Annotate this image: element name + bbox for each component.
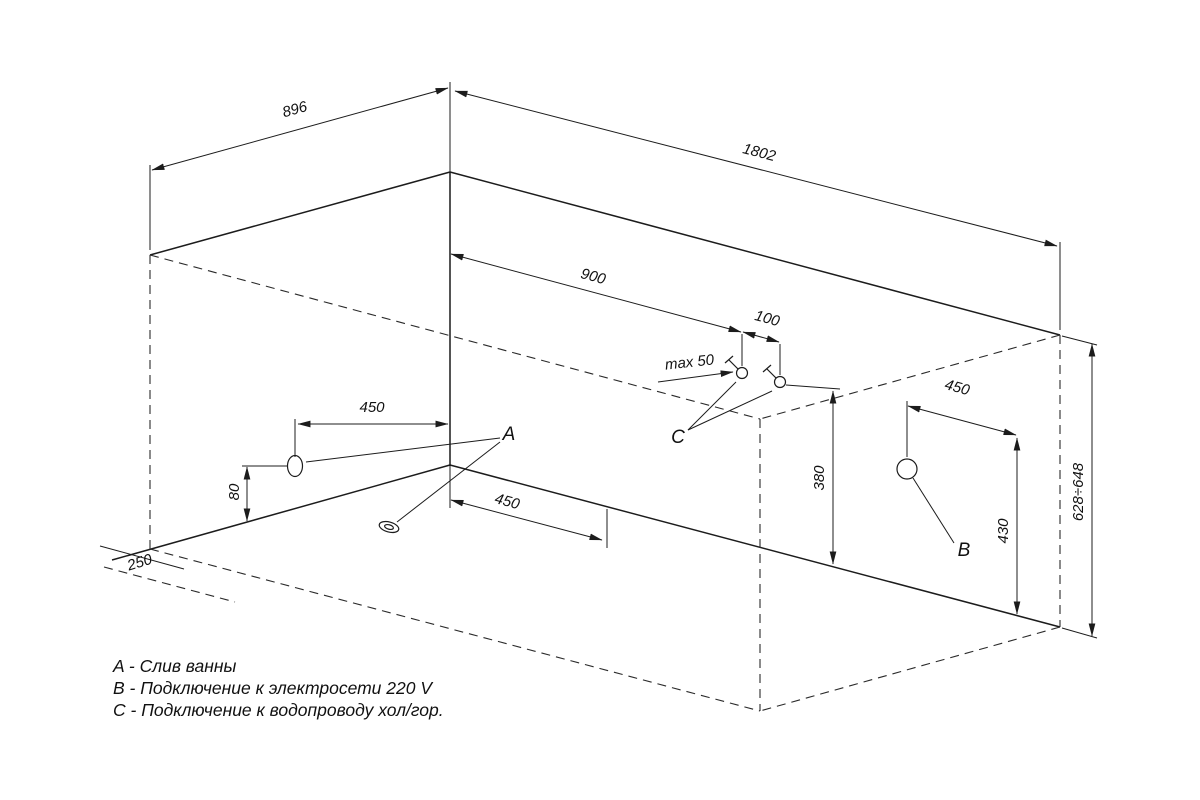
extension-lines — [99, 82, 1098, 639]
dimension-labels: 896 1802 900 100 max 50 450 80 250 450 3… — [124, 98, 1087, 575]
legend-item-a: A - Слив ванны — [112, 656, 237, 676]
dimension-lines — [151, 87, 1096, 637]
dim-a-height-label: 80 — [226, 483, 243, 500]
dim-c-gap-label: 100 — [753, 307, 782, 330]
dim-b-height-label: 430 — [995, 518, 1012, 544]
water-fitting-1 — [724, 355, 749, 380]
connection-symbols — [286, 355, 918, 534]
legend: A - Слив ванны B - Подключение к электро… — [112, 656, 444, 720]
leader-lines — [305, 381, 955, 544]
power-connection-point — [896, 458, 918, 480]
bath-dashed-edges — [103, 254, 1061, 712]
point-a-label: A — [502, 424, 516, 445]
water-fitting-2 — [762, 364, 787, 389]
dim-width-label: 1802 — [741, 140, 778, 165]
dim-depth-label: 896 — [280, 98, 309, 121]
point-b-label: B — [958, 540, 971, 561]
bath-solid-edges — [111, 171, 1061, 628]
dim-c-run-label: 900 — [579, 265, 608, 288]
legend-item-c: C - Подключение к водопроводу хол/гор. — [113, 700, 444, 720]
dim-height-label: 628÷648 — [1070, 462, 1087, 521]
drain-wall-hole — [286, 454, 304, 478]
point-c-label: C — [671, 427, 685, 448]
dim-a-floor-offset-label: 450 — [493, 490, 522, 513]
dim-a-wall-offset-label: 450 — [359, 399, 385, 416]
dim-b-offset-label: 450 — [943, 376, 972, 399]
legend-item-b: B - Подключение к электросети 220 V — [113, 678, 434, 698]
drain-floor-fitting — [378, 520, 400, 534]
dim-c-height-label: 380 — [811, 465, 828, 491]
dim-c-max-label: max 50 — [664, 351, 715, 373]
point-labels: A B C — [502, 424, 971, 561]
